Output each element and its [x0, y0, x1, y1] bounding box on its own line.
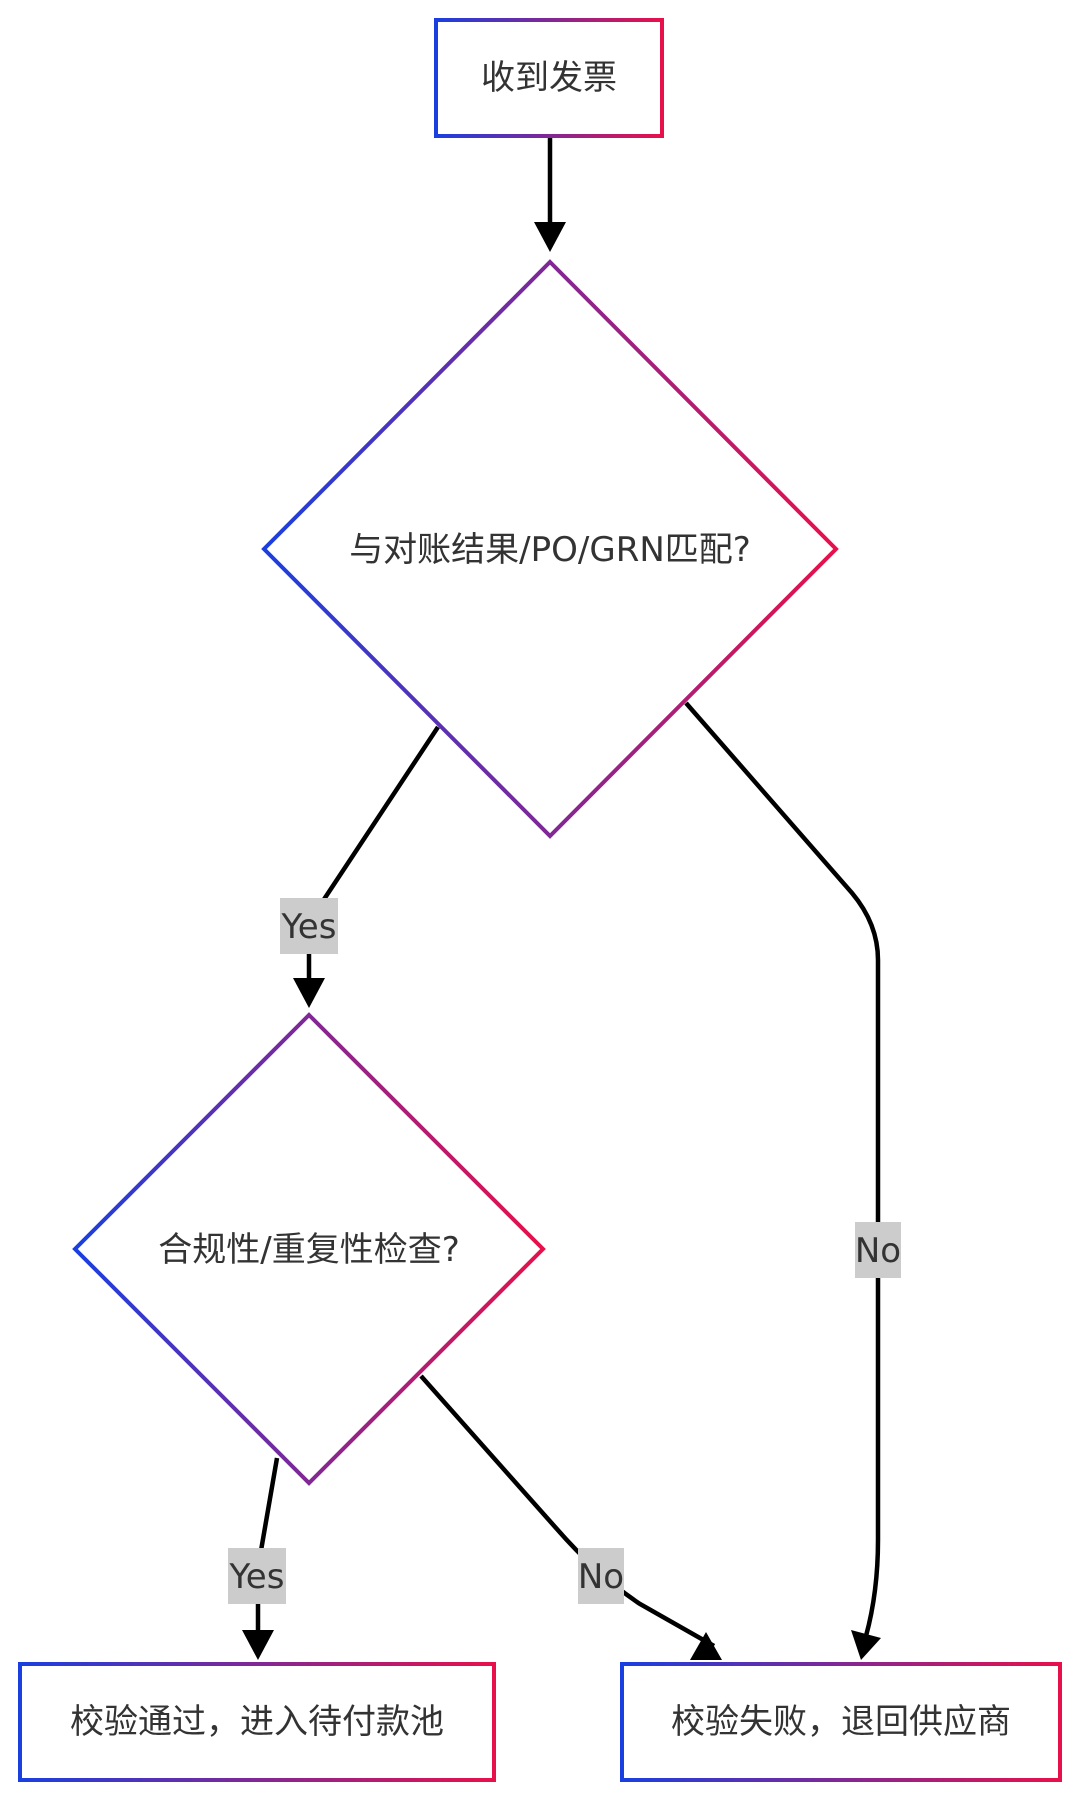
node-fail-label: 校验失败，退回供应商 [671, 1702, 1011, 1742]
node-fail[interactable]: 校验失败，退回供应商 [620, 1662, 1062, 1782]
edge-label-match-no: No [855, 1222, 901, 1278]
nodes: 收到发票 与对账结果/PO/GRN匹配? 合规性/重复性检查? 校验通过，进入待… [18, 18, 1062, 1782]
edge-compliance-no [419, 1374, 716, 1648]
arrowhead-compliance-no [690, 1632, 722, 1660]
node-receive-invoice[interactable]: 收到发票 [434, 18, 664, 138]
node-match-check[interactable]: 与对账结果/PO/GRN匹配? [261, 259, 839, 839]
arrowhead-match-yes [293, 978, 325, 1008]
edge-label-match-yes: Yes [280, 898, 338, 954]
node-compliance-check-label: 合规性/重复性检查? [158, 1230, 460, 1270]
arrowhead-receive-to-match [534, 222, 566, 252]
edge-labels: Yes No Yes No [228, 898, 901, 1604]
node-pass-label: 校验通过，进入待付款池 [70, 1702, 444, 1742]
node-compliance-check[interactable]: 合规性/重复性检查? [72, 1012, 546, 1486]
edge-match-no [684, 701, 881, 1637]
edge-compliance-yes [255, 1457, 280, 1630]
edge-label-compliance-no: No [578, 1548, 624, 1604]
edge-label-compliance-no-text: No [578, 1557, 624, 1597]
arrowhead-match-no [851, 1630, 881, 1660]
edge-label-compliance-yes-text: Yes [229, 1557, 285, 1597]
edge-label-match-yes-text: Yes [281, 907, 337, 947]
node-pass[interactable]: 校验通过，进入待付款池 [18, 1662, 496, 1782]
edge-label-match-no-text: No [855, 1231, 901, 1271]
node-match-check-label: 与对账结果/PO/GRN匹配? [349, 530, 751, 570]
edge-label-compliance-yes: Yes [228, 1548, 286, 1604]
node-receive-invoice-label: 收到发票 [481, 58, 617, 98]
arrowhead-compliance-yes [242, 1630, 274, 1660]
